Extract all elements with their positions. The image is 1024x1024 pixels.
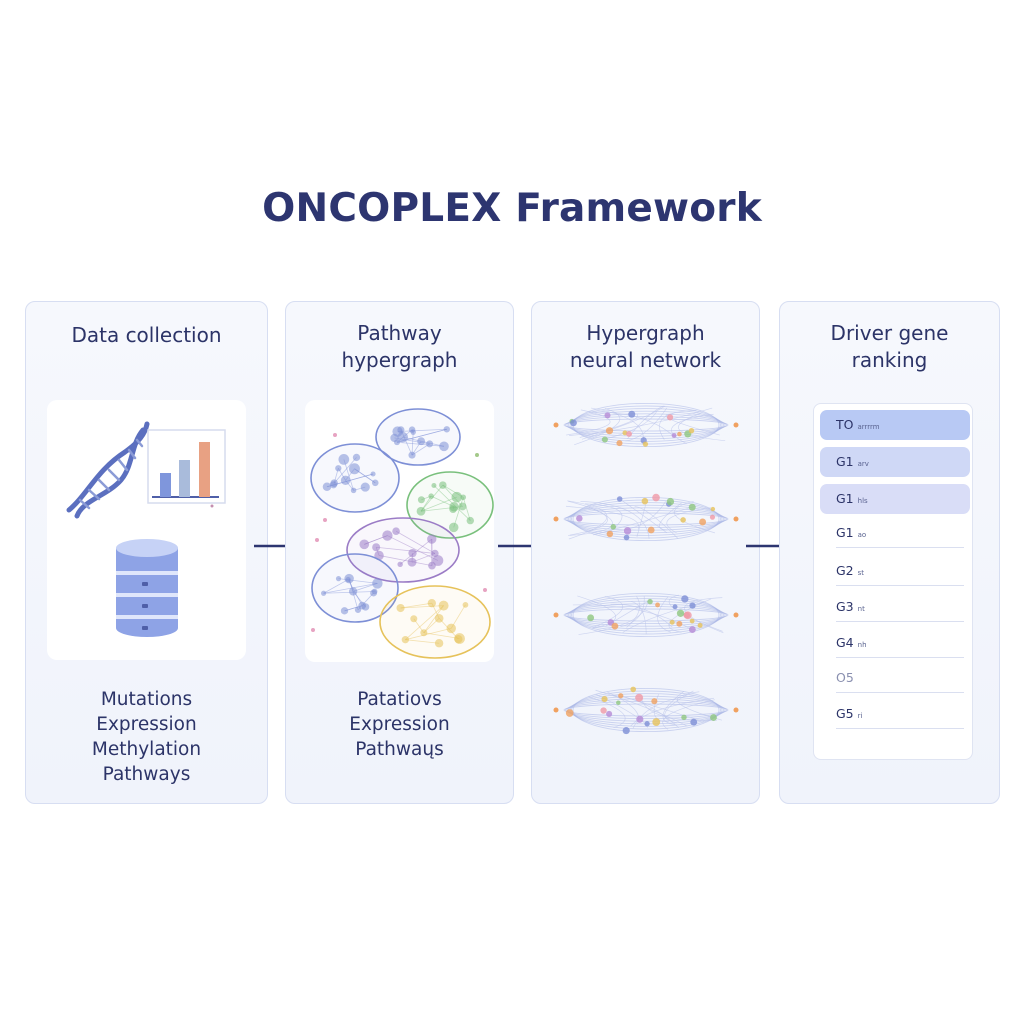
network-layer — [553, 592, 739, 638]
dot — [311, 628, 315, 632]
dot — [323, 518, 327, 522]
panel-data-collection: Data collection — [25, 301, 268, 804]
footer-item: Expression — [349, 714, 450, 735]
database-icon — [116, 539, 178, 637]
dot — [483, 588, 487, 592]
network-layer — [553, 493, 739, 542]
hyperedge — [379, 585, 491, 659]
footer-item: Pathwaųs — [355, 739, 444, 760]
footer-item: Patatiovs — [357, 689, 442, 710]
data-icons — [66, 421, 226, 637]
hypergraph-visual — [310, 408, 494, 659]
footer-item: Mutations — [100, 689, 193, 710]
panel-hypergraph-neural-network: Hypergraph neural network — [531, 301, 760, 804]
hypergraph-box — [305, 400, 494, 662]
panel-title-data-collection: Data collection — [71, 323, 222, 347]
panel-title-hypergraph-neural-network: Hypergraph neural network — [569, 321, 722, 372]
panel-title-pathway-hypergraph: Pathway hypergraph — [341, 321, 458, 372]
network-layer — [553, 402, 739, 448]
bar-chart-icon — [147, 429, 226, 508]
hyperedge — [311, 553, 399, 623]
ranking-row-8: O5 — [836, 663, 964, 693]
panel-title-driver-gene-ranking: Driver gene ranking — [830, 321, 949, 372]
footer-item: Pathways — [102, 764, 191, 785]
panel-footer-pathway-hypergraph: Patatiovs Expression Pathwaųs — [286, 687, 513, 762]
dot — [315, 538, 319, 542]
network-layer — [553, 686, 739, 735]
panel-pathway-hypergraph: Pathway hypergraph Patatiovs Expression … — [285, 301, 514, 804]
data-icons-box — [47, 400, 246, 660]
dot — [333, 433, 337, 437]
diagram-title: ONCOPLEX Framework — [262, 186, 762, 231]
hyperedge — [346, 517, 460, 583]
dot — [475, 453, 479, 457]
dna-icon — [66, 421, 150, 519]
neural-network-layers — [553, 402, 739, 735]
footer-item: Expression — [96, 714, 197, 735]
footer-item: Methylation — [91, 739, 202, 760]
hyperedge — [310, 443, 400, 513]
hyperedge — [375, 408, 461, 466]
panel-footer-data-collection: Mutations Expression Methylation Pathway… — [26, 687, 267, 787]
